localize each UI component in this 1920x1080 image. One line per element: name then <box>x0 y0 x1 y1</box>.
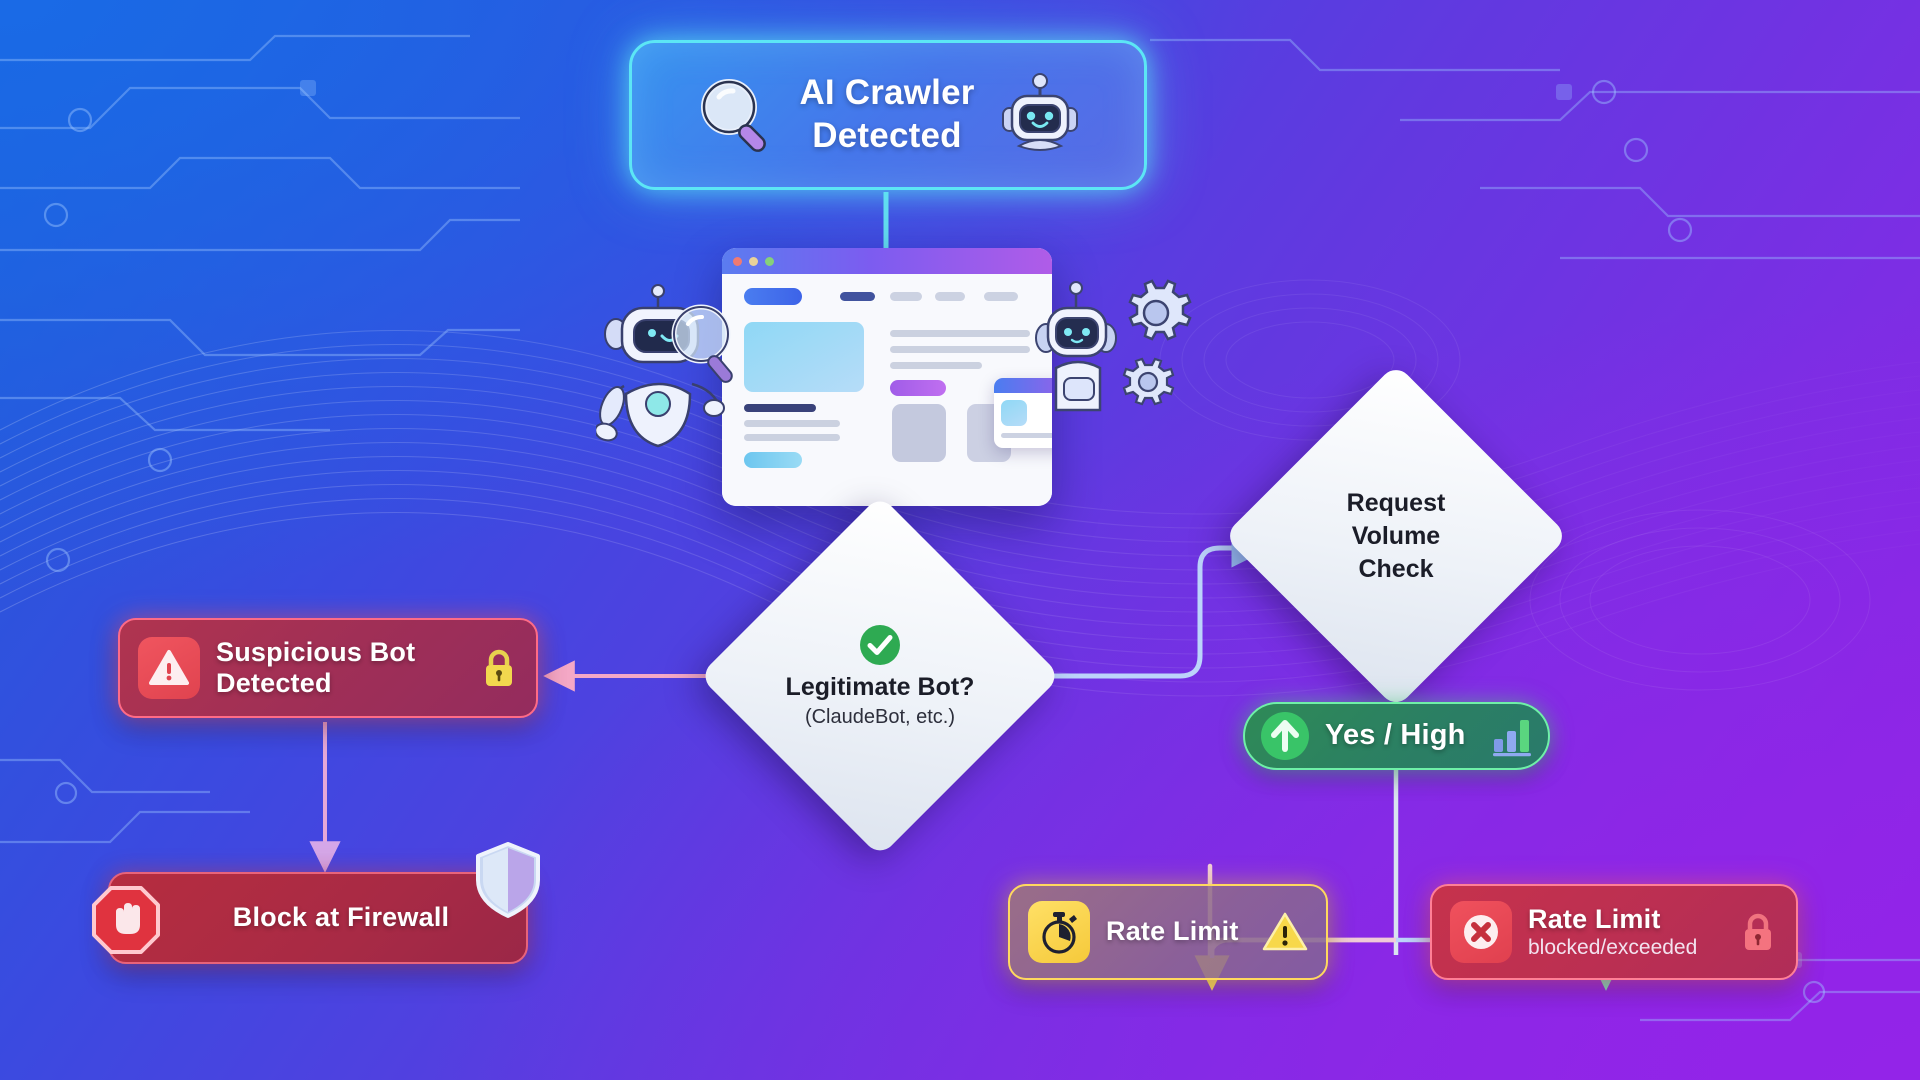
window-minimize-dot <box>749 256 758 266</box>
banner-line-1: AI Crawler <box>799 73 975 113</box>
robot-with-magnifier-icon <box>596 284 733 448</box>
suspicious-bot-trailing <box>480 647 518 689</box>
banner-line-2: Detected <box>812 116 962 155</box>
up-arrow-circle-icon <box>1261 712 1309 760</box>
x-circle-icon <box>1450 901 1512 963</box>
rate-limit-blocked-node[interactable]: Rate Limit blocked/exceeded <box>1430 884 1798 980</box>
green-check-icon <box>860 625 900 665</box>
rate-limit-blocked-labels: Rate Limit blocked/exceeded <box>1528 904 1697 961</box>
suspicious-bot-labels: Suspicious Bot Detected <box>216 637 415 700</box>
request-volume-line-2: Volume <box>1351 521 1441 550</box>
suspicious-bot-line-1: Suspicious Bot <box>216 636 416 667</box>
lock-icon <box>1745 913 1771 950</box>
legitimate-bot-subtitle: (ClaudeBot, etc.) <box>804 706 956 728</box>
rate-limit-warning-trailing <box>1262 911 1308 953</box>
warning-triangle-icon <box>1262 912 1308 951</box>
suspicious-bot-line-2: Detected <box>216 668 332 698</box>
rate-limit-blocked-trailing <box>1738 910 1778 954</box>
legitimate-bot-content: Legitimate Bot? (ClaudeBot, etc.) <box>710 552 1050 800</box>
bar-chart-icon <box>1493 720 1531 757</box>
rate-limit-warning-labels: Rate Limit <box>1106 916 1239 947</box>
request-volume-line-3: Check <box>1358 554 1434 583</box>
rate-limit-blocked-line-2: blocked/exceeded <box>1528 936 1698 960</box>
block-at-firewall-label: Block at Firewall <box>232 902 450 933</box>
shield-icon <box>476 842 540 918</box>
stopwatch-icon <box>1028 901 1090 963</box>
robot-icon <box>1001 73 1078 151</box>
browser-window-illustration <box>722 248 1052 506</box>
yes-high-node[interactable]: Yes / High <box>1243 702 1550 770</box>
browser-titlebar <box>722 248 1052 274</box>
browser-content <box>722 274 1052 506</box>
magnifier-icon <box>701 79 767 152</box>
robot-with-gears-icon <box>1035 279 1192 412</box>
stop-hand-icon <box>92 886 160 954</box>
rate-limit-warning-label: Rate Limit <box>1106 916 1239 947</box>
block-at-firewall-node[interactable]: Block at Firewall <box>92 842 540 964</box>
lock-icon <box>486 649 512 686</box>
ai-crawler-detected-node[interactable]: AI Crawler Detected <box>629 40 1147 190</box>
banner-text: AI Crawler Detected <box>799 72 974 157</box>
rate-limit-blocked-line-1: Rate Limit <box>1528 903 1661 934</box>
request-volume-line-1: Request <box>1346 488 1446 517</box>
legitimate-bot-decision-node[interactable]: Legitimate Bot? (ClaudeBot, etc.) <box>698 494 1062 858</box>
warning-triangle-icon <box>138 637 200 699</box>
yes-high-trailing <box>1490 715 1534 757</box>
yes-high-label: Yes / High <box>1325 719 1466 752</box>
legitimate-bot-title: Legitimate Bot? <box>785 673 975 701</box>
request-volume-check-node[interactable]: Request Volume Check <box>1223 363 1569 709</box>
rate-limit-warning-node[interactable]: Rate Limit <box>1008 884 1328 980</box>
request-volume-content: Request Volume Check <box>1248 412 1544 660</box>
window-close-dot <box>733 256 742 266</box>
suspicious-bot-detected-node[interactable]: Suspicious Bot Detected <box>118 618 538 718</box>
window-maximize-dot <box>765 256 774 266</box>
